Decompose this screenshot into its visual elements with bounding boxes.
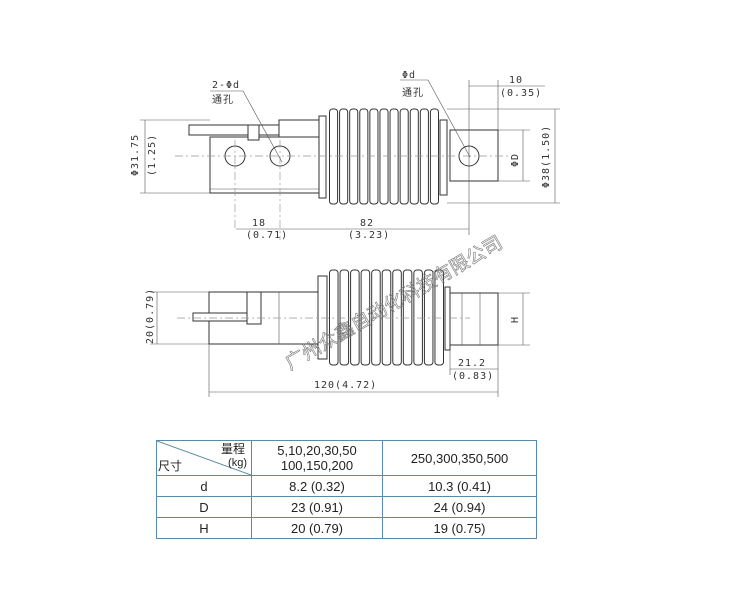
bellows-fin [413, 269, 423, 366]
hole-label-left: 2-Φd [212, 80, 240, 91]
table-cell: 20 (0.79) [251, 517, 383, 539]
table-header-row: 量程 (kg) 尺寸 5,10,20,30,50 100,150,200 250… [156, 440, 537, 476]
bellows-fin [392, 269, 402, 366]
bellows-fin [359, 108, 369, 205]
bellows-fin [423, 269, 434, 366]
dim-1-25: (1.25) [147, 134, 158, 176]
bellows-fin [369, 108, 379, 205]
dim-38: Φ38(1.50) [541, 125, 552, 188]
flange [439, 119, 448, 196]
table-cell: 23 (0.91) [251, 496, 383, 518]
top-body-upper [278, 119, 320, 138]
dim-H: H [510, 316, 521, 323]
dim-21-2: 21.2 [458, 358, 486, 369]
hole-label-right: Φd [402, 70, 416, 81]
flange [444, 286, 451, 351]
table-corner-header: 量程 (kg) 尺寸 [156, 440, 252, 476]
top-view: 2-Φd 通孔 Φd 通孔 Φ31.75 (1.25) 18 (0.71) 82… [130, 70, 560, 241]
table-row: d 8.2 (0.32) 10.3 (0.41) [156, 475, 537, 497]
bellows-fin [399, 108, 409, 205]
unit-label: (kg) [228, 457, 247, 469]
column-header-line: 5,10,20,30,50 [277, 443, 357, 458]
dim-D: ΦD [510, 153, 521, 167]
table-cell: 19 (0.75) [382, 517, 537, 539]
range-label: 量程 [220, 442, 245, 456]
row-label: d [156, 475, 252, 497]
bellows-fin [329, 108, 339, 205]
bellows-fin [402, 269, 413, 366]
through-hole-left: 通孔 [212, 94, 234, 106]
table-cell: 24 (0.94) [382, 496, 537, 518]
dim-10-in: (0.35) [500, 88, 542, 99]
bellows-fin [409, 108, 419, 205]
load-block [449, 292, 499, 346]
column-header: 250,300,350,500 [382, 440, 537, 476]
cable [188, 124, 280, 136]
bellows-fin [419, 108, 429, 205]
dim-31-75: Φ31.75 [130, 134, 141, 176]
bellows-fin [429, 108, 439, 205]
dim-20: 20(0.79) [145, 288, 156, 344]
bellows-fin [339, 108, 349, 205]
dim-120: 120(4.72) [314, 380, 377, 391]
dimension-label: 尺寸 [158, 459, 183, 473]
flange [318, 115, 327, 199]
bellows-fin [389, 108, 399, 205]
table-row: D 23 (0.91) 24 (0.94) [156, 496, 537, 518]
bellows-fin [381, 269, 392, 366]
through-hole-right: 通孔 [402, 87, 424, 99]
table-cell: 10.3 (0.41) [382, 475, 537, 497]
bellows-fin [371, 269, 381, 366]
bellows-fin [360, 269, 371, 366]
bellows-fin [350, 269, 360, 366]
row-label: H [156, 517, 252, 539]
top-body [209, 136, 320, 194]
bellows-fins [329, 108, 439, 205]
column-header-line: 250,300,350,500 [410, 450, 509, 466]
cable-clamp [247, 124, 260, 141]
dim-10: 10 [509, 75, 523, 86]
cable-clamp [246, 291, 262, 325]
bellows-fin [329, 269, 339, 366]
row-label: D [156, 496, 252, 518]
table-row: H 20 (0.79) 19 (0.75) [156, 517, 537, 539]
bellows-fin [434, 269, 445, 366]
column-header: 5,10,20,30,50 100,150,200 [251, 440, 383, 476]
table-cell: 8.2 (0.32) [251, 475, 383, 497]
bellows-fin [339, 269, 350, 366]
dim-18: 18 [252, 218, 266, 229]
cable [192, 312, 248, 322]
dim-21-2-in: (0.83) [452, 371, 494, 382]
dim-82-in: (3.23) [348, 230, 390, 241]
dim-82: 82 [360, 218, 374, 229]
flange [317, 275, 328, 360]
column-header-line: 100,150,200 [280, 458, 354, 473]
side-view: 20(0.79) H 21.2 (0.83) 120(4.72) [145, 269, 530, 397]
bellows-fin [379, 108, 389, 205]
bellows-fin [349, 108, 359, 205]
dim-18-in: (0.71) [246, 230, 288, 241]
bellows-fins [329, 269, 445, 366]
spec-table: 量程 (kg) 尺寸 5,10,20,30,50 100,150,200 250… [156, 440, 537, 539]
